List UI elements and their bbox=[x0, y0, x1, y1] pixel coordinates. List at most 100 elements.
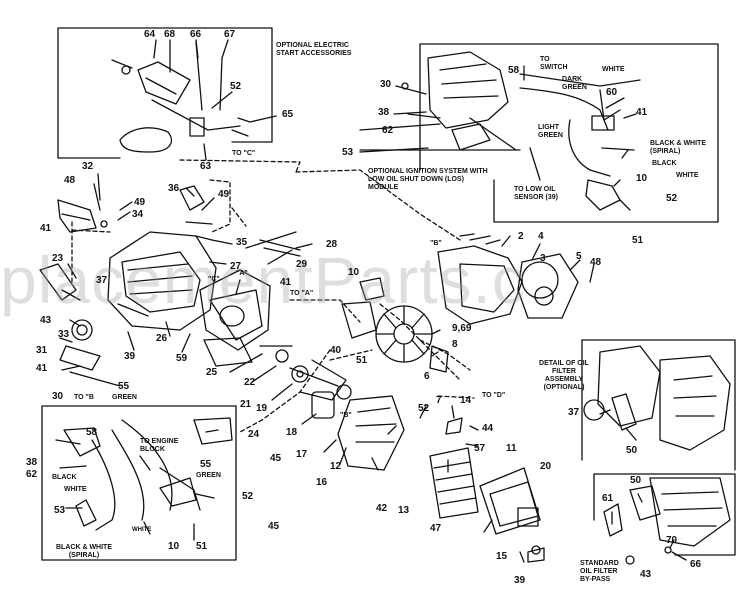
label-light-green: LIGHT GREEN bbox=[538, 124, 563, 139]
part-number: 10 bbox=[348, 267, 360, 278]
part-number: 62 bbox=[26, 469, 38, 480]
part-number: 25 bbox=[206, 367, 218, 378]
connector-53 bbox=[75, 499, 97, 527]
label-black-left: BLACK bbox=[52, 474, 77, 481]
part-number: 49 bbox=[134, 197, 146, 208]
part-number: 66 bbox=[690, 559, 702, 570]
label-green-55: GREEN bbox=[112, 394, 137, 401]
part-number: 68 bbox=[164, 29, 176, 40]
part-number: 38 bbox=[378, 107, 390, 118]
lead-wire bbox=[91, 439, 116, 531]
part-number: 44 bbox=[482, 423, 494, 434]
part-number: 41 bbox=[40, 223, 52, 234]
part-number: 39 bbox=[514, 575, 526, 586]
part-number: 36 bbox=[168, 183, 180, 194]
gasket-50 bbox=[629, 485, 661, 521]
ignition-coil bbox=[451, 123, 491, 151]
part-number: 67 bbox=[224, 29, 236, 40]
part-number: 38 bbox=[26, 457, 38, 468]
part-number: 45 bbox=[270, 453, 282, 464]
part-number: 41 bbox=[36, 363, 48, 374]
part-number: 50 bbox=[626, 445, 638, 456]
part-number: 7 bbox=[436, 395, 442, 406]
los-module bbox=[591, 115, 615, 131]
rewind-starter bbox=[517, 253, 579, 319]
label-white-2: WHITE bbox=[676, 172, 699, 179]
part-number: 52 bbox=[242, 491, 254, 502]
label-black-white-spiral: BLACK & WHITE (SPIRAL) bbox=[650, 140, 706, 155]
wiring-inset-frame bbox=[41, 405, 237, 561]
part-number: 34 bbox=[132, 209, 144, 220]
label-c-mark: "C" bbox=[208, 276, 220, 283]
part-number: 39 bbox=[124, 351, 136, 362]
part-number: 58 bbox=[86, 427, 98, 438]
part-number: 29 bbox=[296, 259, 308, 270]
coil-58 bbox=[63, 427, 101, 457]
label-b-mark: "B" bbox=[430, 240, 442, 247]
part-number: 55 bbox=[200, 459, 212, 470]
part-number: 64 bbox=[144, 29, 156, 40]
part-number: 51 bbox=[356, 355, 368, 366]
label-white-small: WHITE bbox=[132, 527, 152, 533]
part-number: 23 bbox=[52, 253, 64, 264]
ignition-engine-fragment bbox=[427, 51, 509, 129]
air-cleaner-cover bbox=[57, 199, 97, 233]
part-number: 5 bbox=[576, 251, 582, 262]
part-number: 37 bbox=[568, 407, 580, 418]
part-number: 60 bbox=[606, 87, 618, 98]
part-number: 52 bbox=[666, 193, 678, 204]
label-to-c: TO "C" bbox=[232, 150, 256, 157]
part-number: 22 bbox=[244, 377, 256, 388]
part-number: 32 bbox=[82, 161, 94, 172]
oil-pan bbox=[203, 337, 253, 367]
part-number: 18 bbox=[286, 427, 298, 438]
part-number: 52 bbox=[230, 81, 242, 92]
bracket bbox=[39, 263, 77, 301]
label-green-right: GREEN bbox=[196, 472, 221, 479]
part-number: 57 bbox=[474, 443, 486, 454]
part-number: 21 bbox=[240, 399, 252, 410]
part-number: 24 bbox=[248, 429, 260, 440]
part-number: 4 bbox=[538, 231, 544, 242]
engine-block-fragment bbox=[193, 417, 233, 445]
part-36 bbox=[179, 185, 205, 211]
caption-oil-filter-detail: DETAIL OF OIL FILTER ASSEMBLY (OPTIONAL) bbox=[539, 360, 589, 391]
part-number: 61 bbox=[602, 493, 614, 504]
part-number: 31 bbox=[36, 345, 48, 356]
part-number: 15 bbox=[496, 551, 508, 562]
blower-housing bbox=[437, 245, 523, 325]
label-a-mark: "A" bbox=[236, 270, 248, 277]
watermark: placementParts.c bbox=[0, 243, 526, 317]
part-number: 2 bbox=[518, 231, 524, 242]
part-number: 48 bbox=[590, 257, 602, 268]
part-number: 53 bbox=[54, 505, 66, 516]
part-number: 28 bbox=[326, 239, 338, 250]
part-number: 62 bbox=[382, 125, 394, 136]
fuel-tank bbox=[337, 395, 405, 471]
part-number: 14 bbox=[460, 395, 472, 406]
label-to-low-oil-sensor: TO LOW OIL SENSOR (39) bbox=[514, 186, 558, 201]
part-number: 45 bbox=[268, 521, 280, 532]
part-number: 35 bbox=[236, 237, 248, 248]
caption-ignition-system: OPTIONAL IGNITION SYSTEM WITH LOW OIL SH… bbox=[368, 168, 488, 191]
part-number: 30 bbox=[52, 391, 64, 402]
ignition-armature bbox=[341, 301, 377, 339]
starter-motor bbox=[137, 61, 191, 105]
part-number: 63 bbox=[200, 161, 212, 172]
crankcase-cover bbox=[199, 269, 271, 351]
oil-filter bbox=[71, 319, 93, 341]
part-number: 53 bbox=[342, 147, 354, 158]
engine-fragment bbox=[119, 127, 173, 153]
label-black: BLACK bbox=[652, 160, 677, 167]
part-number: 49 bbox=[218, 189, 230, 200]
part-number: 3 bbox=[540, 253, 546, 264]
label-bw-spiral-left: BLACK & WHITE (SPIRAL) bbox=[56, 544, 112, 559]
part-number: 30 bbox=[380, 79, 392, 90]
label-b-mark-2: "B" bbox=[340, 412, 352, 419]
electric-start-frame bbox=[57, 27, 273, 159]
caption-standard-filter: STANDARD OIL FILTER BY-PASS bbox=[580, 560, 619, 583]
part-number: 19 bbox=[256, 403, 268, 414]
part-number: 70 bbox=[666, 535, 678, 546]
